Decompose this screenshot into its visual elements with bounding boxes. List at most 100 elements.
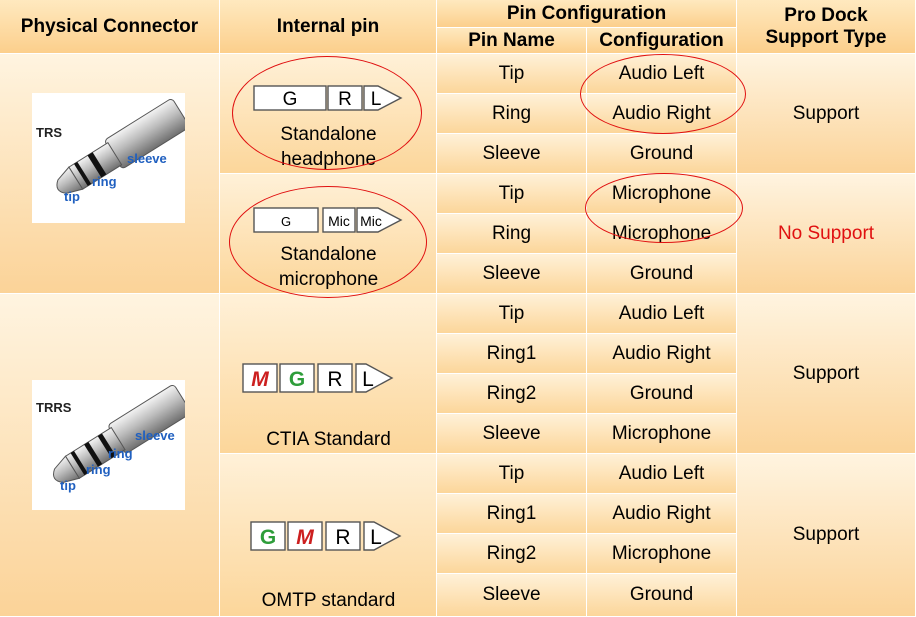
configuration-cell: Audio Left bbox=[587, 454, 737, 494]
trrs-label: TRRS bbox=[36, 400, 72, 415]
pin-name-cell: Ring1 bbox=[437, 494, 587, 534]
configuration-text: Ground bbox=[629, 584, 694, 605]
configuration-text: Audio Left bbox=[618, 462, 705, 484]
configuration-cell: Audio Left bbox=[587, 294, 737, 334]
header-physical-connector-text: Physical Connector bbox=[20, 15, 199, 37]
support-text-2: No Support bbox=[777, 222, 875, 244]
pin-name-text: Ring1 bbox=[486, 502, 537, 524]
configuration-text: Audio Right bbox=[612, 342, 711, 364]
configuration-text: Ground bbox=[629, 262, 694, 284]
configuration-cell: Microphone bbox=[587, 534, 737, 574]
trrs-tip-label: tip bbox=[60, 478, 76, 493]
configuration-cell: Ground bbox=[587, 374, 737, 414]
configuration-text: Microphone bbox=[611, 542, 712, 564]
configuration-cell: Ground bbox=[587, 134, 737, 174]
configuration-text: Microphone bbox=[611, 422, 712, 444]
trs-sleeve-label: sleeve bbox=[127, 151, 167, 166]
highlight-ellipse-headphone bbox=[232, 56, 422, 170]
support-cell-1: Support bbox=[737, 54, 916, 174]
pin-name-text: Ring bbox=[491, 222, 532, 244]
connector-cell-trs: TRS sleeve ring tip bbox=[0, 54, 220, 294]
pin-name-text: Sleeve bbox=[482, 142, 541, 164]
trs-plug-image: TRS sleeve ring tip bbox=[32, 93, 189, 223]
pin-name-text: Ring bbox=[491, 102, 532, 124]
support-text-4: Support bbox=[792, 524, 860, 545]
pin-name-cell: Tip bbox=[437, 174, 587, 214]
support-cell-2: No Support bbox=[737, 174, 916, 294]
support-text-1: Support bbox=[792, 102, 860, 124]
internal-pin-ctia: M G R L CTIA Standard bbox=[220, 294, 437, 454]
omtp-pin-diagram-icon: G M R L bbox=[250, 521, 402, 551]
header-pin-name: Pin Name bbox=[437, 28, 587, 54]
pin-name-text: Tip bbox=[498, 62, 525, 84]
trrs-sleeve-label: sleeve bbox=[135, 428, 175, 443]
configuration-text: Audio Left bbox=[618, 302, 705, 324]
configuration-cell: Ground bbox=[587, 254, 737, 294]
highlight-ellipse-microphone bbox=[229, 186, 427, 298]
pin-name-text: Tip bbox=[498, 462, 525, 484]
header-internal-pin: Internal pin bbox=[220, 0, 437, 54]
highlight-ellipse-audio-left-right bbox=[580, 54, 746, 134]
pin-name-cell: Sleeve bbox=[437, 254, 587, 294]
header-internal-pin-text: Internal pin bbox=[276, 15, 380, 37]
connector-cell-trrs: TRRS sleeve ring ring tip bbox=[0, 294, 220, 617]
pin-name-text: Ring2 bbox=[486, 382, 537, 404]
header-pin-configuration-text: Pin Configuration bbox=[506, 2, 667, 24]
ctia-segment-g: G bbox=[289, 368, 305, 391]
trrs-plug-image: TRRS sleeve ring ring tip bbox=[32, 380, 191, 510]
trs-tip-label: tip bbox=[64, 189, 80, 204]
pin-name-cell: Ring2 bbox=[437, 534, 587, 574]
configuration-cell: Audio Right bbox=[587, 334, 737, 374]
pin-name-cell: Sleeve bbox=[437, 414, 587, 454]
pin-name-cell: Ring2 bbox=[437, 374, 587, 414]
support-cell-4: Support bbox=[737, 454, 916, 617]
pin-name-text: Sleeve bbox=[482, 584, 541, 605]
trrs-plug-icon: TRRS sleeve ring ring tip bbox=[36, 384, 191, 493]
ctia-segment-l: L bbox=[362, 368, 374, 391]
pin-name-text: Ring1 bbox=[486, 342, 537, 364]
header-configuration-text: Configuration bbox=[599, 29, 724, 51]
trs-ring-label: ring bbox=[92, 174, 117, 189]
pin-name-cell: Tip bbox=[437, 454, 587, 494]
header-pin-configuration: Pin Configuration bbox=[437, 0, 737, 28]
support-text-3: Support bbox=[792, 362, 860, 384]
omtp-segment-l: L bbox=[370, 526, 382, 549]
omtp-segment-m: M bbox=[296, 526, 314, 549]
configuration-text: Audio Right bbox=[612, 502, 711, 524]
trrs-ring1-label: ring bbox=[108, 446, 133, 461]
pin-name-text: Sleeve bbox=[482, 262, 541, 284]
header-pin-name-text: Pin Name bbox=[468, 29, 555, 51]
omtp-label: OMTP standard bbox=[261, 590, 396, 611]
header-pro-dock-support-type: Pro Dock Support Type bbox=[737, 0, 916, 54]
pin-name-cell: Tip bbox=[437, 294, 587, 334]
internal-pin-omtp: G M R L OMTP standard bbox=[220, 454, 437, 617]
highlight-ellipse-microphone-config bbox=[585, 173, 743, 243]
configuration-text: Ground bbox=[629, 382, 694, 404]
header-configuration: Configuration bbox=[587, 28, 737, 54]
ctia-segment-r: R bbox=[327, 368, 342, 391]
trs-plug-icon: TRS sleeve ring tip bbox=[36, 99, 189, 204]
header-pro-dock-line1: Pro Dock bbox=[784, 4, 868, 26]
omtp-segment-r: R bbox=[335, 526, 350, 549]
trs-label: TRS bbox=[36, 125, 62, 140]
header-pro-dock-line2: Support Type bbox=[765, 26, 887, 48]
pin-name-cell: Ring bbox=[437, 214, 587, 254]
pin-name-text: Tip bbox=[498, 182, 525, 204]
omtp-segment-g: G bbox=[260, 526, 276, 549]
pin-name-text: Ring2 bbox=[486, 542, 537, 564]
pin-name-text: Sleeve bbox=[482, 422, 541, 444]
configuration-cell: Audio Right bbox=[587, 494, 737, 534]
trrs-ring2-label: ring bbox=[86, 462, 111, 477]
configuration-text: Ground bbox=[629, 142, 694, 164]
configuration-cell: Microphone bbox=[587, 414, 737, 454]
pin-name-cell: Tip bbox=[437, 54, 587, 94]
ctia-segment-m: M bbox=[251, 368, 269, 391]
support-cell-3: Support bbox=[737, 294, 916, 454]
pin-name-cell: Ring1 bbox=[437, 334, 587, 374]
pin-name-cell: Sleeve bbox=[437, 134, 587, 174]
pin-name-cell: Sleeve bbox=[437, 574, 587, 617]
header-physical-connector: Physical Connector bbox=[0, 0, 220, 54]
pin-name-text: Tip bbox=[498, 302, 525, 324]
ctia-pin-diagram-icon: M G R L bbox=[242, 363, 394, 393]
